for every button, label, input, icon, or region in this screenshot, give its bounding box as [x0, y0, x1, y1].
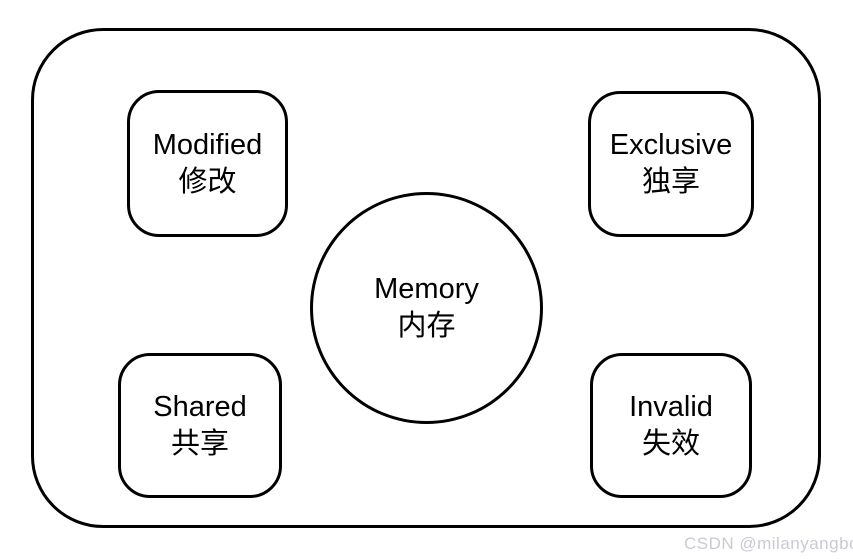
state-label-en: Exclusive: [609, 129, 733, 161]
memory-label-zh: 内存: [397, 310, 456, 342]
state-label-zh: 失效: [641, 427, 700, 460]
state-label-en: Modified: [152, 128, 263, 161]
state-node-exclusive: Exclusive 独享: [588, 91, 754, 237]
state-label-en: Shared: [153, 390, 247, 423]
memory-node: Memory 内存: [310, 192, 543, 424]
state-node-modified: Modified 修改: [127, 90, 288, 237]
state-node-invalid: Invalid 失效: [590, 353, 752, 498]
state-node-shared: Shared 共享: [118, 353, 282, 498]
state-label-zh: 共享: [170, 427, 229, 460]
memory-label-en: Memory: [374, 273, 479, 305]
state-label-en: Invalid: [629, 390, 713, 423]
state-label-zh: 独享: [641, 166, 700, 198]
csdn-watermark: CSDN @milanyangbo: [683, 534, 853, 553]
state-label-zh: 修改: [178, 165, 237, 198]
